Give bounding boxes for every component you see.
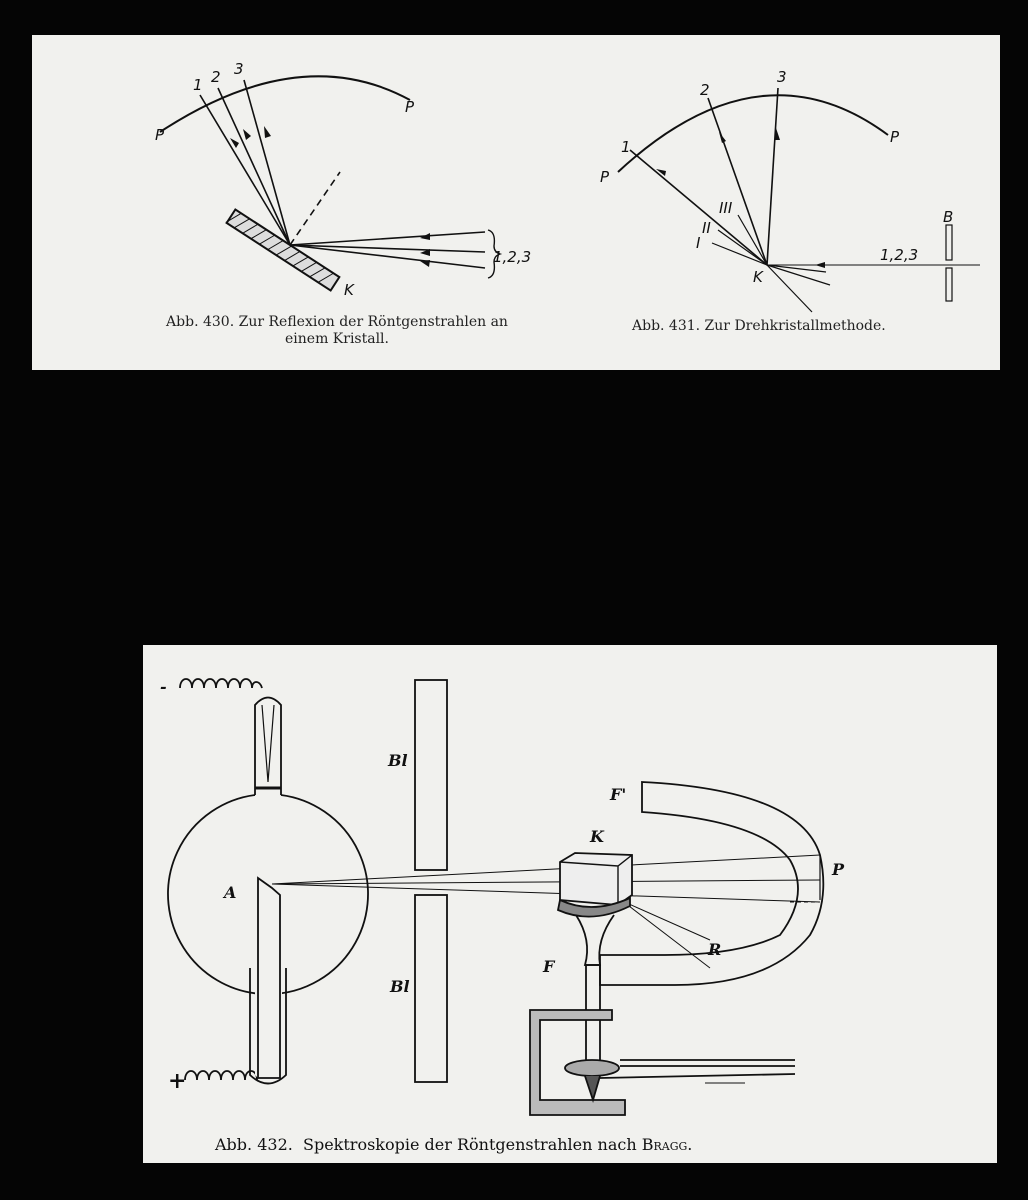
slit-lower xyxy=(945,267,953,302)
label-p-left-431: P xyxy=(600,168,610,186)
film-arc-431 xyxy=(617,94,889,173)
caption-fig-432: Abb. 432. Spektroskopie der Röntgenstrah… xyxy=(215,1135,692,1154)
label-ray-1-430: 1 xyxy=(193,76,203,94)
anticathode xyxy=(257,876,281,1079)
label-rays-430: 1,2,3 xyxy=(493,248,531,266)
caption-430-line1: Abb. 430. Zur Reflexion der Röntgenstrah… xyxy=(166,314,508,330)
label-point-r: R xyxy=(707,940,721,959)
label-rays-431: 1,2,3 xyxy=(880,246,918,264)
caption-432-text: Abb. 432. Spektroskopie der Röntgenstrah… xyxy=(215,1135,637,1154)
caption-432-author: Bragg. xyxy=(641,1135,693,1154)
label-p-right-430: P xyxy=(405,98,415,116)
label-ray-3-430: 3 xyxy=(234,60,244,78)
label-bl-top: Bl xyxy=(387,751,408,770)
slit-upper xyxy=(945,224,953,261)
label-plus: + xyxy=(168,1068,186,1094)
cathode-neck xyxy=(254,696,282,795)
label-crystal-430: K xyxy=(344,281,355,299)
label-p-right-431: P xyxy=(890,128,900,146)
figure-panel-432: - + A Bl Bl K F' F P R Abb. 432. Spektro… xyxy=(143,645,997,1163)
label-film-f-prime: F' xyxy=(609,785,626,804)
turntable xyxy=(564,1059,620,1077)
label-minus: - xyxy=(160,677,167,696)
figure-432-drawing: - + A Bl Bl K F' F P R xyxy=(160,677,845,1116)
crystal-pedestal xyxy=(575,914,615,966)
label-ray-1-431: 1 xyxy=(621,138,631,156)
stand-bracket xyxy=(529,1009,626,1116)
film-band xyxy=(599,781,825,986)
label-crystal-k: K xyxy=(589,827,605,846)
cathode-coil xyxy=(179,678,263,689)
label-slit-431: B xyxy=(943,208,953,226)
crystal-slab-430 xyxy=(225,208,341,292)
label-ray-2-430: 2 xyxy=(211,68,221,86)
film-arc-430 xyxy=(159,75,411,133)
caption-fig-430: Abb. 430. Zur Reflexion der Röntgenstrah… xyxy=(127,314,547,348)
crystal-block xyxy=(559,852,633,906)
label-p-left-430: P xyxy=(155,126,165,144)
label-iii-431: III xyxy=(719,199,733,217)
diaphragm-lower xyxy=(414,894,448,1083)
label-i-431: I xyxy=(696,234,701,252)
label-ray-3-431: 3 xyxy=(777,68,787,86)
diaphragm-upper xyxy=(414,679,448,871)
label-point-p: P xyxy=(831,860,845,879)
label-ray-2-431: 2 xyxy=(700,81,710,99)
label-crystal-431: K xyxy=(753,268,764,286)
label-film-f: F xyxy=(542,957,556,976)
figure-panel-430-431: P P 1 2 3 1,2,3 K P P 1 2 3 III II I K 1… xyxy=(32,35,1000,370)
label-ii-431: II xyxy=(702,219,711,237)
label-anode: A xyxy=(222,883,236,902)
label-bl-bottom: Bl xyxy=(389,977,410,996)
figure-430-431-drawing: P P 1 2 3 1,2,3 K P P 1 2 3 III II I K 1… xyxy=(155,60,980,313)
anode-coil xyxy=(184,1070,258,1081)
caption-fig-431: Abb. 431. Zur Drehkristallmethode. xyxy=(632,318,886,334)
caption-430-line2: einem Kristall. xyxy=(285,331,389,347)
